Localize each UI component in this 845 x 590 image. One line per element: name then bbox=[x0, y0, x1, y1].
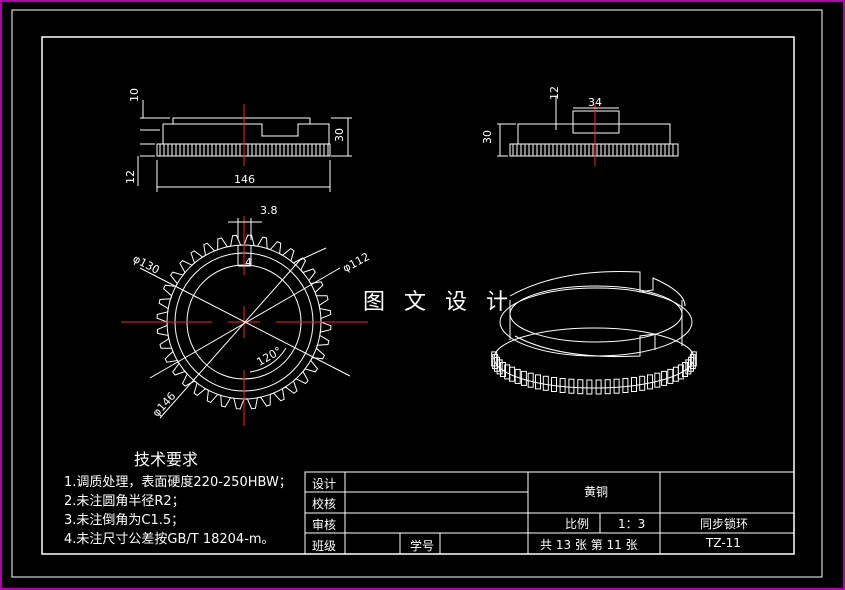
iso-tooth bbox=[520, 370, 527, 386]
iso-tooth bbox=[595, 379, 602, 395]
iso-tooth bbox=[551, 377, 557, 392]
tech-requirements-title: 技术要求 bbox=[134, 450, 199, 469]
front-view-slot bbox=[228, 218, 262, 267]
iso-tooth bbox=[613, 378, 620, 394]
iso-tooth bbox=[527, 372, 534, 388]
side-view-teeth bbox=[159, 144, 329, 156]
title-block-material: 黄铜 bbox=[584, 485, 609, 499]
iso-tooth bbox=[639, 375, 646, 391]
iso-tooth bbox=[604, 379, 611, 395]
iso-tooth bbox=[586, 379, 593, 395]
iso-tooth bbox=[622, 378, 629, 393]
title-block-part-name: 同步锁环 bbox=[700, 517, 749, 531]
iso-tooth bbox=[577, 379, 584, 395]
title-block-scale-value: 1：3 bbox=[618, 517, 646, 531]
right-view-dimension-lines bbox=[497, 96, 619, 157]
tech-requirement-2: 2.未注圆角半径R2； bbox=[64, 494, 185, 509]
title-block-student-no: 学号 bbox=[410, 539, 435, 553]
iso-tooth bbox=[631, 377, 637, 392]
isometric-view bbox=[493, 271, 695, 389]
title-block-design: 设计 bbox=[312, 477, 337, 491]
tech-requirement-3: 3.未注倒角为C1.5； bbox=[64, 513, 185, 528]
front-view-diameter-leaders bbox=[139, 247, 351, 419]
iso-tooth bbox=[661, 370, 668, 386]
dim-small-depth: 4 bbox=[245, 256, 252, 269]
dim-right-slot-height: 12 bbox=[548, 86, 561, 100]
tech-requirement-1: 1.调质处理，表面硬度220-250HBW； bbox=[64, 475, 292, 490]
dim-right-slot-width: 34 bbox=[588, 96, 602, 109]
dim-side-top-height: 10 bbox=[128, 88, 141, 102]
title-block-scale-label: 比例 bbox=[565, 517, 590, 531]
dim-right-total-height: 30 bbox=[481, 130, 494, 144]
title-block-check: 校核 bbox=[312, 497, 337, 511]
iso-tooth bbox=[500, 362, 506, 377]
sheet-outer-frame bbox=[11, 9, 823, 578]
iso-tooth bbox=[535, 374, 541, 390]
front-view-centerlines bbox=[121, 216, 368, 426]
iso-tooth bbox=[492, 354, 499, 370]
iso-tooth bbox=[559, 378, 566, 393]
title-block-drawing-no: TZ-11 bbox=[706, 536, 741, 550]
iso-tooth bbox=[667, 368, 674, 384]
iso-tooth bbox=[654, 372, 661, 388]
iso-tooth bbox=[514, 368, 521, 384]
iso-tooth bbox=[496, 359, 503, 375]
side-view-right bbox=[509, 110, 679, 157]
watermark-text: 图 文 设 计 bbox=[363, 290, 514, 315]
iso-tooth bbox=[690, 351, 697, 367]
title-block-sheet-info: 共 13 张 第 11 张 bbox=[540, 538, 638, 552]
iso-tooth bbox=[682, 362, 688, 377]
dim-slot-width: 3.8 bbox=[260, 204, 278, 217]
iso-tooth bbox=[689, 354, 696, 370]
dim-side-total-height: 30 bbox=[333, 128, 346, 142]
right-view-teeth bbox=[512, 144, 674, 156]
iso-tooth bbox=[509, 366, 516, 382]
title-block-class: 班级 bbox=[312, 539, 337, 553]
dim-side-width: 146 bbox=[234, 173, 255, 186]
iso-tooth bbox=[542, 375, 549, 391]
tech-requirement-4: 4.未注尺寸公差按GB/T 18204-m。 bbox=[64, 532, 275, 547]
isometric-teeth bbox=[491, 351, 697, 395]
dim-side-bottom-height: 12 bbox=[124, 170, 137, 184]
iso-tooth bbox=[647, 374, 653, 390]
title-block-review: 审核 bbox=[312, 518, 337, 532]
iso-tooth bbox=[677, 364, 684, 380]
title-block-grid bbox=[304, 471, 795, 555]
iso-tooth bbox=[568, 378, 575, 394]
side-view-dimension-lines bbox=[137, 100, 352, 192]
